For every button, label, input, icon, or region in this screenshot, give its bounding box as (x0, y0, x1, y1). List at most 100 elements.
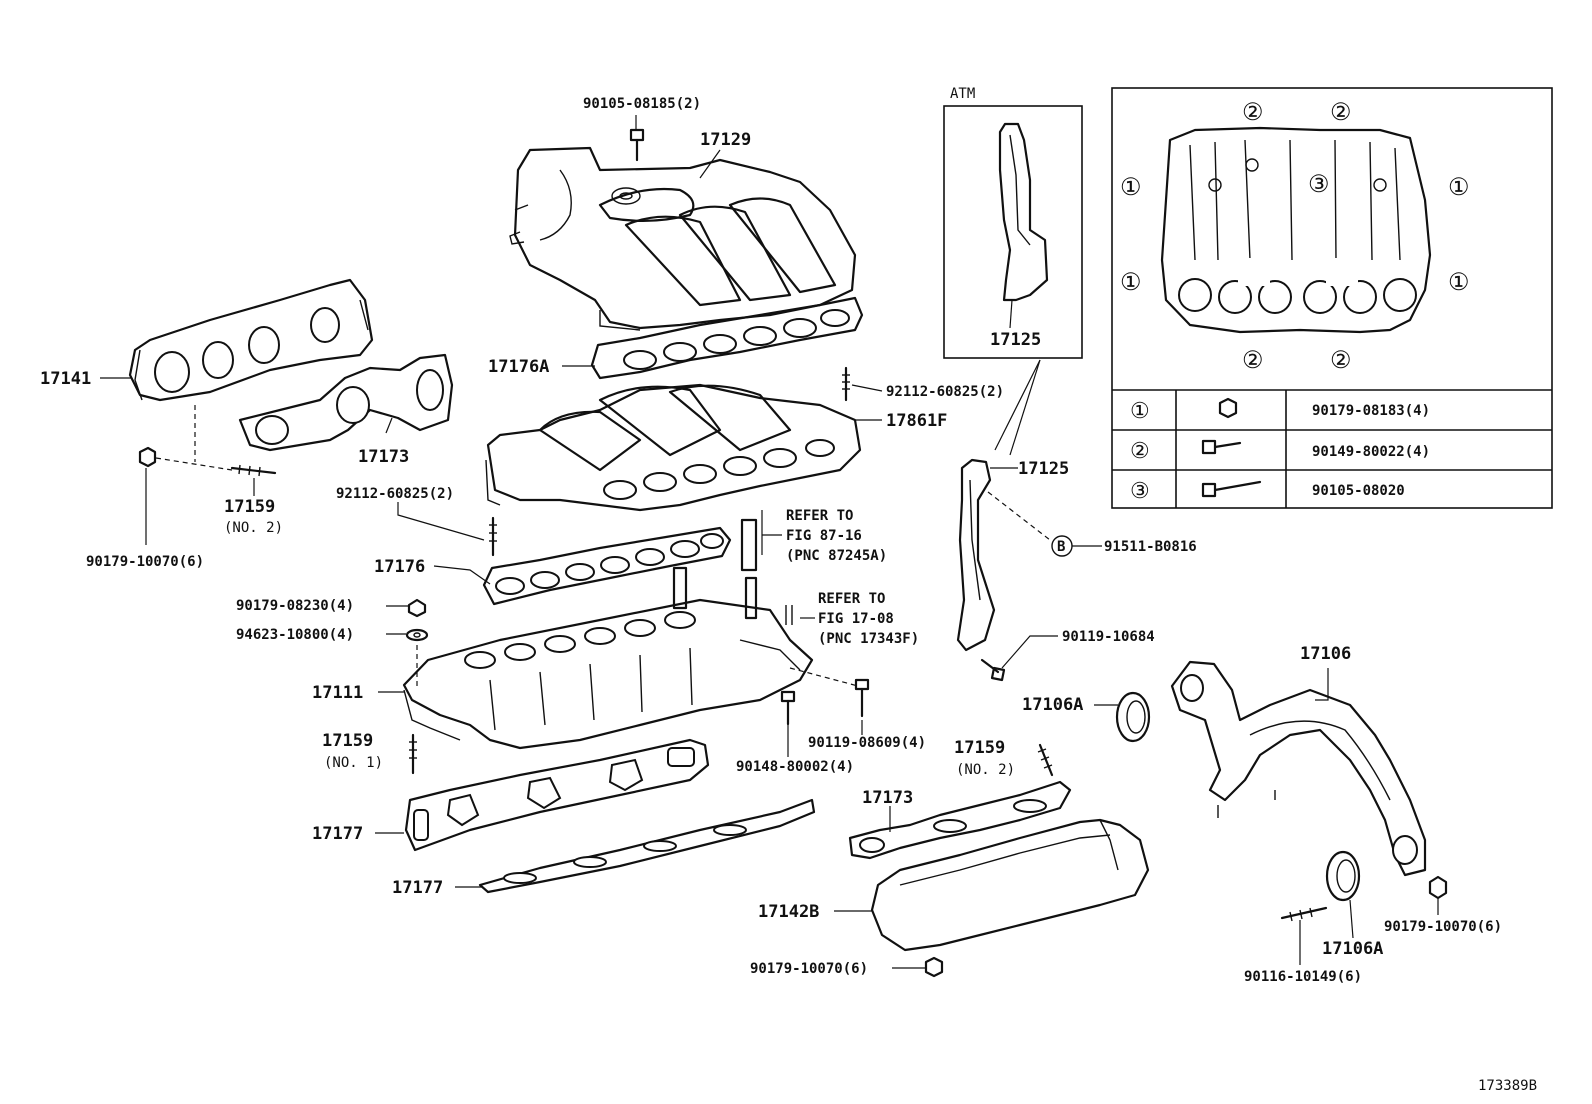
legend-part-3: 90105-08020 (1312, 483, 1405, 499)
label-17141: 17141 (40, 369, 91, 389)
bolt-90119-10684 (980, 658, 1006, 682)
bracket-17125 (956, 458, 996, 652)
label-90179-08230: 90179-08230(4) (236, 598, 354, 614)
leader-lines (100, 115, 1439, 969)
stud-92112-60825-right (842, 366, 850, 402)
marker-2: ② (1330, 98, 1352, 126)
label-17106A-bottom: 17106A (1322, 939, 1383, 959)
gasket-17173-left (238, 353, 454, 452)
exhaust-pipe-17106 (1170, 660, 1427, 877)
label-90179-10070-right: 90179-10070(6) (1384, 919, 1502, 935)
label-17173-right: 17173 (862, 788, 913, 808)
label-atm: ATM (950, 86, 975, 102)
nut-90179-10070-left (138, 446, 157, 468)
intake-plenum-17129 (509, 146, 857, 331)
stud-17159-no2-left (230, 464, 277, 477)
label-17106A-top: 17106A (1022, 695, 1083, 715)
label-17111: 17111 (312, 683, 363, 703)
figure-id: 173389B (1478, 1078, 1537, 1094)
exhaust-manifold-17141 (128, 278, 374, 402)
marker-1: ① (1120, 268, 1142, 296)
gasket-17176A (590, 296, 864, 380)
marker-1: ① (1448, 173, 1470, 201)
ring-17106A-top (1115, 691, 1151, 743)
marker-2: ② (1242, 346, 1264, 374)
washer-94623-10800 (405, 628, 429, 642)
label-refer2-c: (PNC 17343F) (818, 631, 919, 647)
intake-manifold-17861F (485, 383, 862, 512)
legend-part-1: 90179-08183(4) (1312, 403, 1430, 419)
long-bolt-icon (1201, 480, 1262, 498)
label-refer2-b: FIG 17-08 (818, 611, 894, 627)
part-labels: 90105-08185(2) 17129 ATM 17125 17141 171… (40, 86, 1537, 1094)
gasket-17173-right (848, 780, 1072, 860)
legend-mark-1: ① (1130, 399, 1150, 424)
label-17861F: 17861F (886, 411, 947, 431)
lower-manifold-17111 (402, 566, 814, 750)
reference-b-circle (1051, 535, 1073, 557)
inset-markers: ② ② ① ③ ① ① ① ② ② (1120, 98, 1470, 296)
label-17125: 17125 (1018, 459, 1069, 479)
label-ref-b: B (1057, 539, 1065, 555)
label-refer1-b: FIG 87-16 (786, 528, 862, 544)
label-17177-b: 17177 (392, 878, 443, 898)
label-no1: (NO. 1) (324, 755, 383, 771)
inset-box (1111, 87, 1553, 509)
label-17177-a: 17177 (312, 824, 363, 844)
marker-1: ① (1120, 173, 1142, 201)
exhaust-manifold-17142B (870, 818, 1150, 952)
bolt-90148-80002 (780, 690, 796, 726)
label-17125-atm: 17125 (990, 330, 1041, 350)
short-bolt-icon (1201, 439, 1242, 455)
label-17159-left: 17159 (224, 497, 275, 517)
label-17129: 17129 (700, 130, 751, 150)
label-90179-10070-left: 90179-10070(6) (86, 554, 204, 570)
nut-90179-10070-bottom (924, 956, 944, 978)
marker-2: ② (1242, 98, 1264, 126)
stud-92112-60825-left (489, 516, 497, 557)
label-17159-no1: 17159 (322, 731, 373, 751)
label-90119-10684: 90119-10684 (1062, 629, 1155, 645)
label-91511-B0816: 91511-B0816 (1104, 539, 1197, 555)
marker-2: ② (1330, 346, 1352, 374)
label-17176A: 17176A (488, 357, 549, 377)
bolt-90119-08609 (854, 678, 870, 718)
stud-90116-10149 (1280, 906, 1328, 922)
label-refer2-a: REFER TO (818, 591, 885, 607)
label-17173-left: 17173 (358, 447, 409, 467)
label-90179-10070-bottom: 90179-10070(6) (750, 961, 868, 977)
label-no2-left: (NO. 2) (224, 520, 283, 536)
marker-3: ③ (1308, 170, 1330, 198)
label-no2-right: (NO. 2) (956, 762, 1015, 778)
nut-90179-10070-right (1428, 875, 1448, 900)
label-refer1-a: REFER TO (786, 508, 853, 524)
marker-1: ① (1448, 268, 1470, 296)
gasket-17177-upper (404, 738, 710, 852)
gasket-17177-lower (478, 798, 816, 894)
label-92112-60825-left: 92112-60825(2) (336, 486, 454, 502)
label-17159-right: 17159 (954, 738, 1005, 758)
label-90148-80002: 90148-80002(4) (736, 759, 854, 775)
label-92112-60825-right: 92112-60825(2) (886, 384, 1004, 400)
label-17106: 17106 (1300, 644, 1351, 664)
label-90105-08185: 90105-08185(2) (583, 96, 701, 112)
pipe-stub-reference (740, 518, 793, 625)
label-17176: 17176 (374, 557, 425, 577)
nut-90179-08230 (407, 598, 427, 618)
gasket-17176 (482, 526, 732, 606)
label-90116-10149: 90116-10149(6) (1244, 969, 1362, 985)
legend-mark-3: ③ (1130, 479, 1150, 504)
bolt-90105-08185 (629, 128, 645, 162)
label-94623-10800: 94623-10800(4) (236, 627, 354, 643)
label-refer1-c: (PNC 87245A) (786, 548, 887, 564)
legend-part-2: 90149-80022(4) (1312, 444, 1430, 460)
stud-17159-no2-right (1037, 743, 1054, 777)
inset-legend: ① 90179-08183(4) ② 90149-80022(4) ③ 9010… (1130, 399, 1430, 504)
inset-lower-markers: ② ② (1238, 258, 1358, 374)
label-17142B: 17142B (758, 902, 819, 922)
atm-box (943, 105, 1083, 359)
nut-icon (1218, 397, 1238, 419)
label-90119-08609: 90119-08609(4) (808, 735, 926, 751)
